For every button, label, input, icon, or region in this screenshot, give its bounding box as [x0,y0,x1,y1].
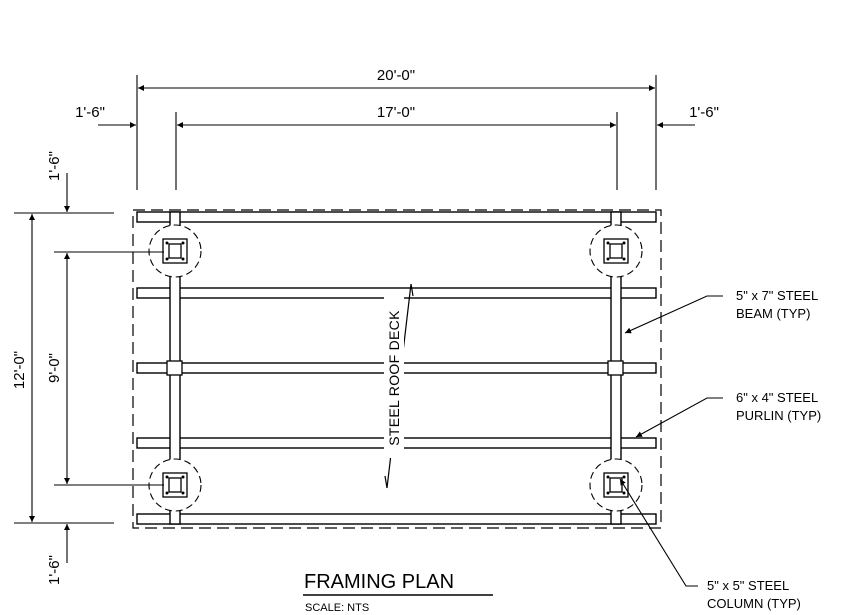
dim-inner-width: 17'-0" [377,104,415,121]
dim-left-overhang: 1'-6" [75,104,105,121]
dim-bottom-overhang: 1'-6" [46,555,63,585]
column-callout-line1: 5" x 5" STEEL [707,578,789,593]
dim-inner-height: 9'-0" [46,353,63,383]
dim-right-overhang: 1'-6" [689,104,719,121]
dimension-top [98,75,695,190]
purlin-callout-line2: PURLIN (TYP) [736,408,821,423]
dim-overall-width: 20'-0" [377,67,415,84]
connection-plate [607,360,624,376]
column-callout-line2: COLUMN (TYP) [707,596,801,611]
beam-callout-line1: 5" x 7" STEEL [736,288,818,303]
roof-outline [132,209,662,529]
connection-plate [166,360,183,376]
column [589,224,643,278]
drawing-scale: SCALE: NTS [305,602,369,614]
column [148,224,202,278]
purlin [136,513,657,525]
deck-span-indicator: STEEL ROOF DECK [384,283,414,489]
dim-top-overhang: 1'-6" [46,151,63,181]
deck-label: STEEL ROOF DECK [386,310,402,446]
leaders [619,295,723,587]
drawing-title: FRAMING PLAN [304,571,454,593]
column [589,458,643,512]
purlin [136,211,657,223]
beam-callout-line2: BEAM (TYP) [736,306,810,321]
purlin-callout-line1: 6" x 4" STEEL [736,390,818,405]
dimension-left [14,173,164,563]
dim-overall-height: 12'-0" [11,351,28,389]
